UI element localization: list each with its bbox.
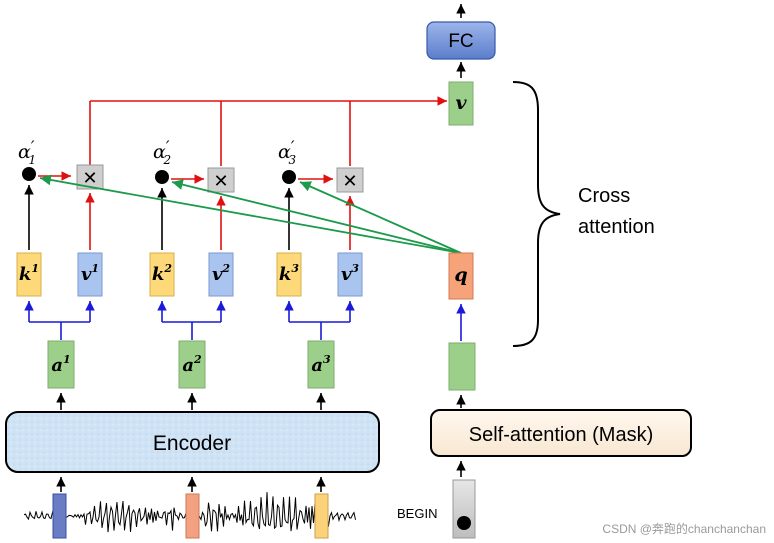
- fc-block: FC: [426, 21, 496, 60]
- svg-text:a1: a1: [51, 353, 70, 376]
- query-label: q: [454, 264, 467, 286]
- multiply-icon: ✕: [213, 171, 228, 191]
- multiply-icon: ✕: [82, 168, 97, 188]
- begin-label: BEGIN: [397, 506, 437, 521]
- query-vector: q: [448, 252, 474, 300]
- encoder-output-1: a1: [47, 340, 75, 389]
- fc-label: FC: [448, 31, 473, 52]
- svg-text:α′2: α′2: [153, 137, 171, 167]
- svg-text:v3: v3: [341, 262, 359, 285]
- svg-text:α′1: α′1: [18, 137, 36, 167]
- cross-attention-brace: [512, 81, 561, 347]
- watermark: CSDN @奔跑的chanchanchan: [602, 521, 766, 536]
- self-attention-label: Self-attention (Mask): [469, 424, 654, 446]
- query-lines: [39, 174, 462, 254]
- begin-dot: [457, 516, 471, 530]
- multiply-icon: ✕: [342, 171, 357, 191]
- value-1: v1: [77, 252, 103, 297]
- projection-connectors: [24, 301, 466, 341]
- cross-attention-label-line1: Cross: [578, 185, 630, 207]
- svg-text:a3: a3: [311, 353, 331, 376]
- key-1: k1: [16, 252, 42, 297]
- encoder-output-2: a2: [178, 340, 206, 389]
- value-3: v3: [337, 252, 363, 297]
- encoder-label: Encoder: [153, 432, 231, 455]
- self-attention-block: Self-attention (Mask): [430, 409, 692, 457]
- svg-text:α′3: α′3: [278, 137, 296, 167]
- audio-frame-2: [185, 493, 200, 539]
- svg-text:v1: v1: [81, 262, 99, 285]
- decoder-hidden-vector: [448, 342, 476, 391]
- multiply-box-2: ✕: [207, 167, 235, 193]
- svg-text:a2: a2: [182, 353, 202, 376]
- weighted-sum-lines: [89, 96, 447, 166]
- alpha-label-2: α′2: [153, 137, 171, 167]
- multiply-box-3: ✕: [336, 167, 364, 193]
- audio-frame-1: [52, 493, 67, 539]
- svg-text:v2: v2: [212, 262, 230, 285]
- multiply-box-1: ✕: [76, 164, 104, 190]
- alpha-label-3: α′3: [278, 137, 296, 167]
- svg-text:k2: k2: [152, 262, 172, 285]
- encoder-block: Encoder: [5, 411, 380, 473]
- begin-token: [452, 479, 476, 539]
- output-v-label: v: [455, 92, 467, 114]
- cross-attention-label-line2: attention: [578, 216, 655, 238]
- value-2: v2: [208, 252, 234, 297]
- key-2: k2: [149, 252, 175, 297]
- encoder-output-3: a3: [307, 340, 335, 389]
- audio-frame-3: [314, 493, 329, 539]
- svg-text:k1: k1: [19, 262, 39, 285]
- alpha-label-1: α′1: [18, 137, 36, 167]
- attention-score-dot-3: [282, 170, 296, 184]
- attention-score-dot-1: [22, 167, 36, 181]
- svg-text:k3: k3: [279, 262, 299, 285]
- output-v-vector: v: [448, 81, 474, 126]
- attention-score-dot-2: [155, 170, 169, 184]
- key-3: k3: [276, 252, 302, 297]
